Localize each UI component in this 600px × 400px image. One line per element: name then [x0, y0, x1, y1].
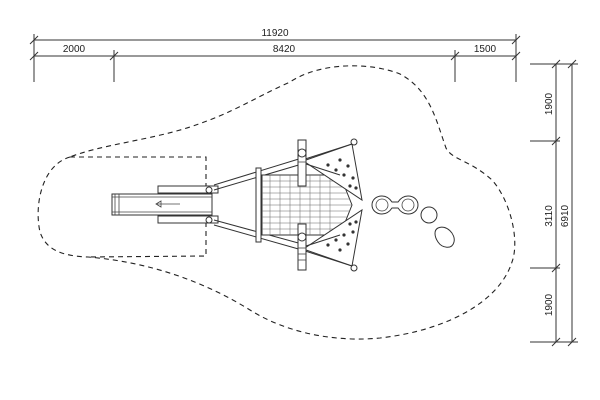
- overall-width-label: 11920: [261, 28, 289, 39]
- bottom-clearance-label: 1900: [544, 293, 555, 316]
- safety-zone-outline: [37, 65, 516, 340]
- slide-exit-zone: [70, 156, 207, 188]
- left-clearance-label: 2000: [63, 44, 86, 55]
- main-structure: [213, 138, 363, 272]
- equipment-width-label: 3110: [544, 205, 555, 227]
- stepping-stones: [371, 195, 455, 248]
- slide: [111, 185, 219, 224]
- right-clearance-label: 1500: [474, 44, 497, 55]
- top-clearance-label: 1900: [544, 92, 555, 115]
- top-dimension-chain: 11920 2000 8420 1500: [29, 28, 521, 82]
- overall-depth-label: 6910: [560, 204, 571, 227]
- equipment-length-label: 8420: [273, 44, 296, 55]
- right-dimension-chain: 1900 3110 1900 6910: [530, 59, 578, 347]
